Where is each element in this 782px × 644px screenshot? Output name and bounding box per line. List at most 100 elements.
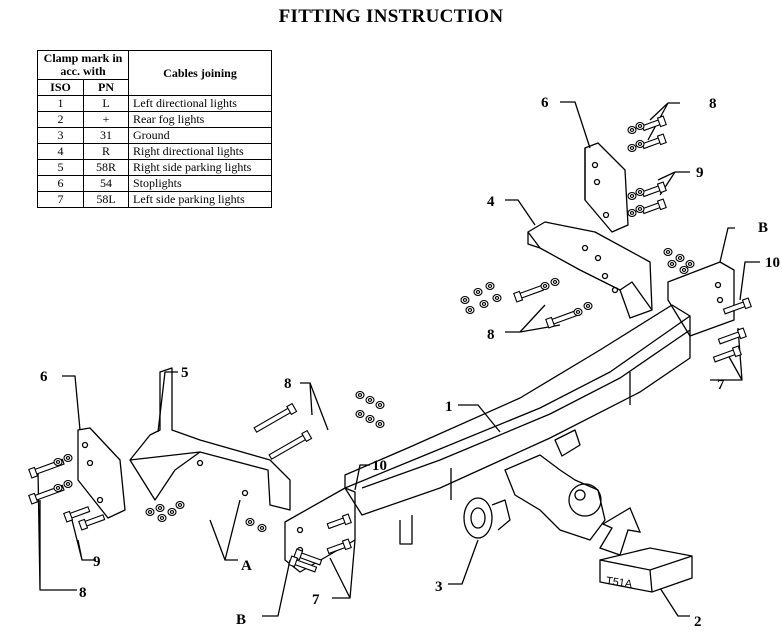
identification-plate (599, 547, 693, 593)
right-bracket (527, 221, 653, 319)
washer-icon (627, 208, 637, 218)
label-8-bottom-left: 8 (79, 585, 87, 601)
washer-icon (355, 390, 365, 400)
washer-icon (685, 259, 695, 269)
main-beam (344, 315, 691, 516)
bolt-icon (712, 345, 742, 363)
electric-socket (463, 497, 493, 539)
washer-icon (679, 265, 689, 275)
table-header-pn: PN (83, 79, 129, 96)
bolt-icon (253, 402, 298, 433)
washer-icon (175, 500, 185, 510)
right-side-plate (584, 142, 629, 233)
cable-cell: Right directional lights (128, 143, 272, 160)
direction-arrow (599, 507, 642, 556)
label-7-left: 7 (312, 592, 320, 608)
label-8-mid-left: 8 (284, 376, 292, 392)
label-10-left: 10 (372, 458, 387, 474)
bolt-icon (641, 133, 667, 150)
washer-icon (667, 259, 677, 269)
tow-hitch (504, 454, 606, 541)
label-3: 3 (435, 579, 443, 595)
label-5: 5 (181, 365, 189, 381)
bolt-icon (641, 181, 667, 198)
washer-icon (365, 414, 375, 424)
washer-icon (365, 395, 375, 405)
plate-label: T51A (605, 575, 633, 591)
washer-icon (257, 523, 267, 533)
bolt-icon (513, 284, 545, 303)
washer-icon (155, 503, 165, 513)
washer-icon (635, 139, 645, 149)
label-4: 4 (487, 194, 495, 210)
left-side-plate (77, 427, 126, 519)
washer-icon (627, 125, 637, 135)
bolt-icon (717, 327, 747, 345)
washer-icon (635, 121, 645, 131)
bolt-icon (63, 506, 91, 523)
label-b-right: B (758, 220, 768, 236)
pn-cell: 58R (83, 159, 129, 176)
bolt-icon (288, 555, 318, 573)
washer-icon (375, 419, 385, 429)
washer-icon (145, 507, 155, 517)
bolt-icon (326, 538, 352, 555)
washer-icon (635, 187, 645, 197)
label-2: 2 (694, 614, 702, 630)
washer-icon (53, 483, 63, 493)
washer-icon (245, 517, 255, 527)
washer-icon (635, 204, 645, 214)
washer-icon (485, 281, 495, 291)
washer-icon (550, 277, 560, 287)
label-9-right: 9 (696, 165, 704, 181)
table-row: 2+Rear fog lights (36, 111, 272, 128)
washer-icon (492, 293, 502, 303)
bolt-icon (268, 429, 313, 460)
washer-icon (583, 301, 593, 311)
left-bracket (129, 367, 291, 511)
washer-icon (167, 507, 177, 517)
label-1: 1 (445, 399, 453, 415)
label-8-top: 8 (709, 96, 717, 112)
washer-icon (375, 400, 385, 410)
washer-icon (53, 457, 63, 467)
washer-icon (479, 299, 489, 309)
bolt-icon (545, 310, 578, 329)
bolt-icon (326, 513, 352, 530)
clamp-table: Clamp mark in acc. with Cables joining I… (36, 50, 272, 208)
table-header-clamp: Clamp mark in acc. with (37, 50, 129, 80)
cable-cell: Left side parking lights (128, 191, 272, 208)
washer-icon (540, 281, 550, 291)
washer-icon (663, 247, 673, 257)
washer-icon (460, 295, 470, 305)
label-b-left: B (236, 612, 246, 628)
iso-cell: 7 (36, 191, 85, 208)
bolt-icon (641, 198, 667, 215)
label-a: A (241, 558, 252, 574)
washer-icon (627, 143, 637, 153)
iso-cell: 4 (36, 143, 85, 160)
label-6-left: 6 (40, 369, 48, 385)
washer-icon (63, 479, 73, 489)
washer-icon (675, 253, 685, 263)
bolt-icon (722, 297, 752, 315)
label-8-mid-right: 8 (487, 327, 495, 343)
label-6-right: 6 (541, 95, 549, 111)
washer-icon (627, 191, 637, 201)
washer-icon (573, 307, 583, 317)
label-9-left: 9 (93, 554, 101, 570)
page-title: FITTING INSTRUCTION (278, 6, 504, 27)
washer-icon (355, 409, 365, 419)
bolt-icon (78, 514, 106, 531)
washer-icon (63, 453, 73, 463)
cable-cell: Right side parking lights (128, 159, 272, 176)
washer-icon (473, 287, 483, 297)
washer-icon (157, 513, 167, 523)
label-10-right: 10 (765, 255, 780, 271)
washer-icon (465, 305, 475, 315)
